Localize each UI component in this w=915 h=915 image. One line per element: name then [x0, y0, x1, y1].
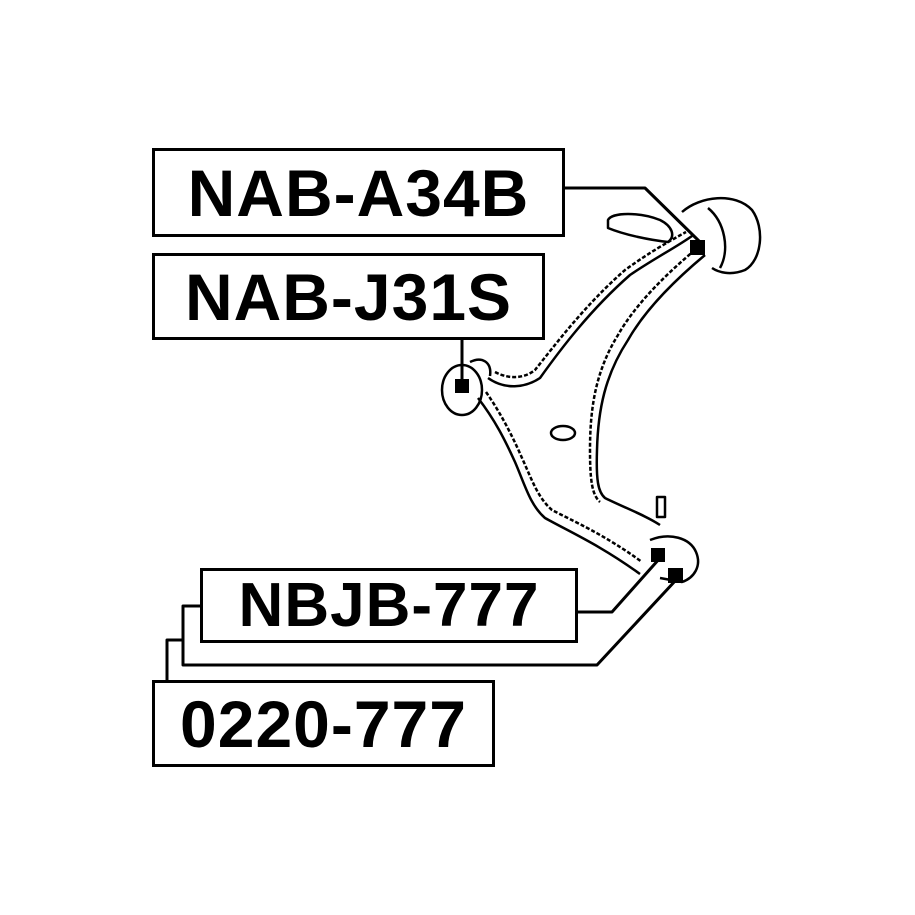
- part-number: NAB-J31S: [184, 259, 513, 334]
- marker-nbjb-777: [651, 548, 665, 562]
- part-number: NAB-A34B: [187, 155, 530, 230]
- leader-line-0220-777-b: [181, 578, 678, 667]
- stack-outline: [165, 638, 183, 680]
- part-label-nbjb-777: NBJB-777: [200, 568, 578, 643]
- rear-bushing: [681, 197, 762, 275]
- leader-line-0220-777: [181, 604, 200, 643]
- part-number: NBJB-777: [238, 571, 540, 640]
- part-label-0220-777: 0220-777: [152, 680, 495, 767]
- marker-nab-a34b: [690, 240, 705, 255]
- part-number: 0220-777: [180, 686, 467, 761]
- arm-hole: [549, 424, 577, 442]
- part-label-nab-a34b: NAB-A34B: [152, 148, 565, 237]
- leader-line-nab-a34b: [565, 186, 702, 244]
- marker-0220-777: [668, 568, 683, 583]
- marker-nab-j31s: [455, 379, 469, 393]
- leader-line-nbjb-777: [578, 557, 662, 614]
- part-label-nab-j31s: NAB-J31S: [152, 253, 545, 340]
- arm-inner-edge: [595, 254, 706, 527]
- control-arm: [440, 197, 762, 584]
- arm-upper-edge: [487, 234, 693, 388]
- front-bushing: [440, 363, 484, 417]
- arm-lower-edge: [477, 397, 641, 576]
- ball-joint-body: [649, 535, 700, 584]
